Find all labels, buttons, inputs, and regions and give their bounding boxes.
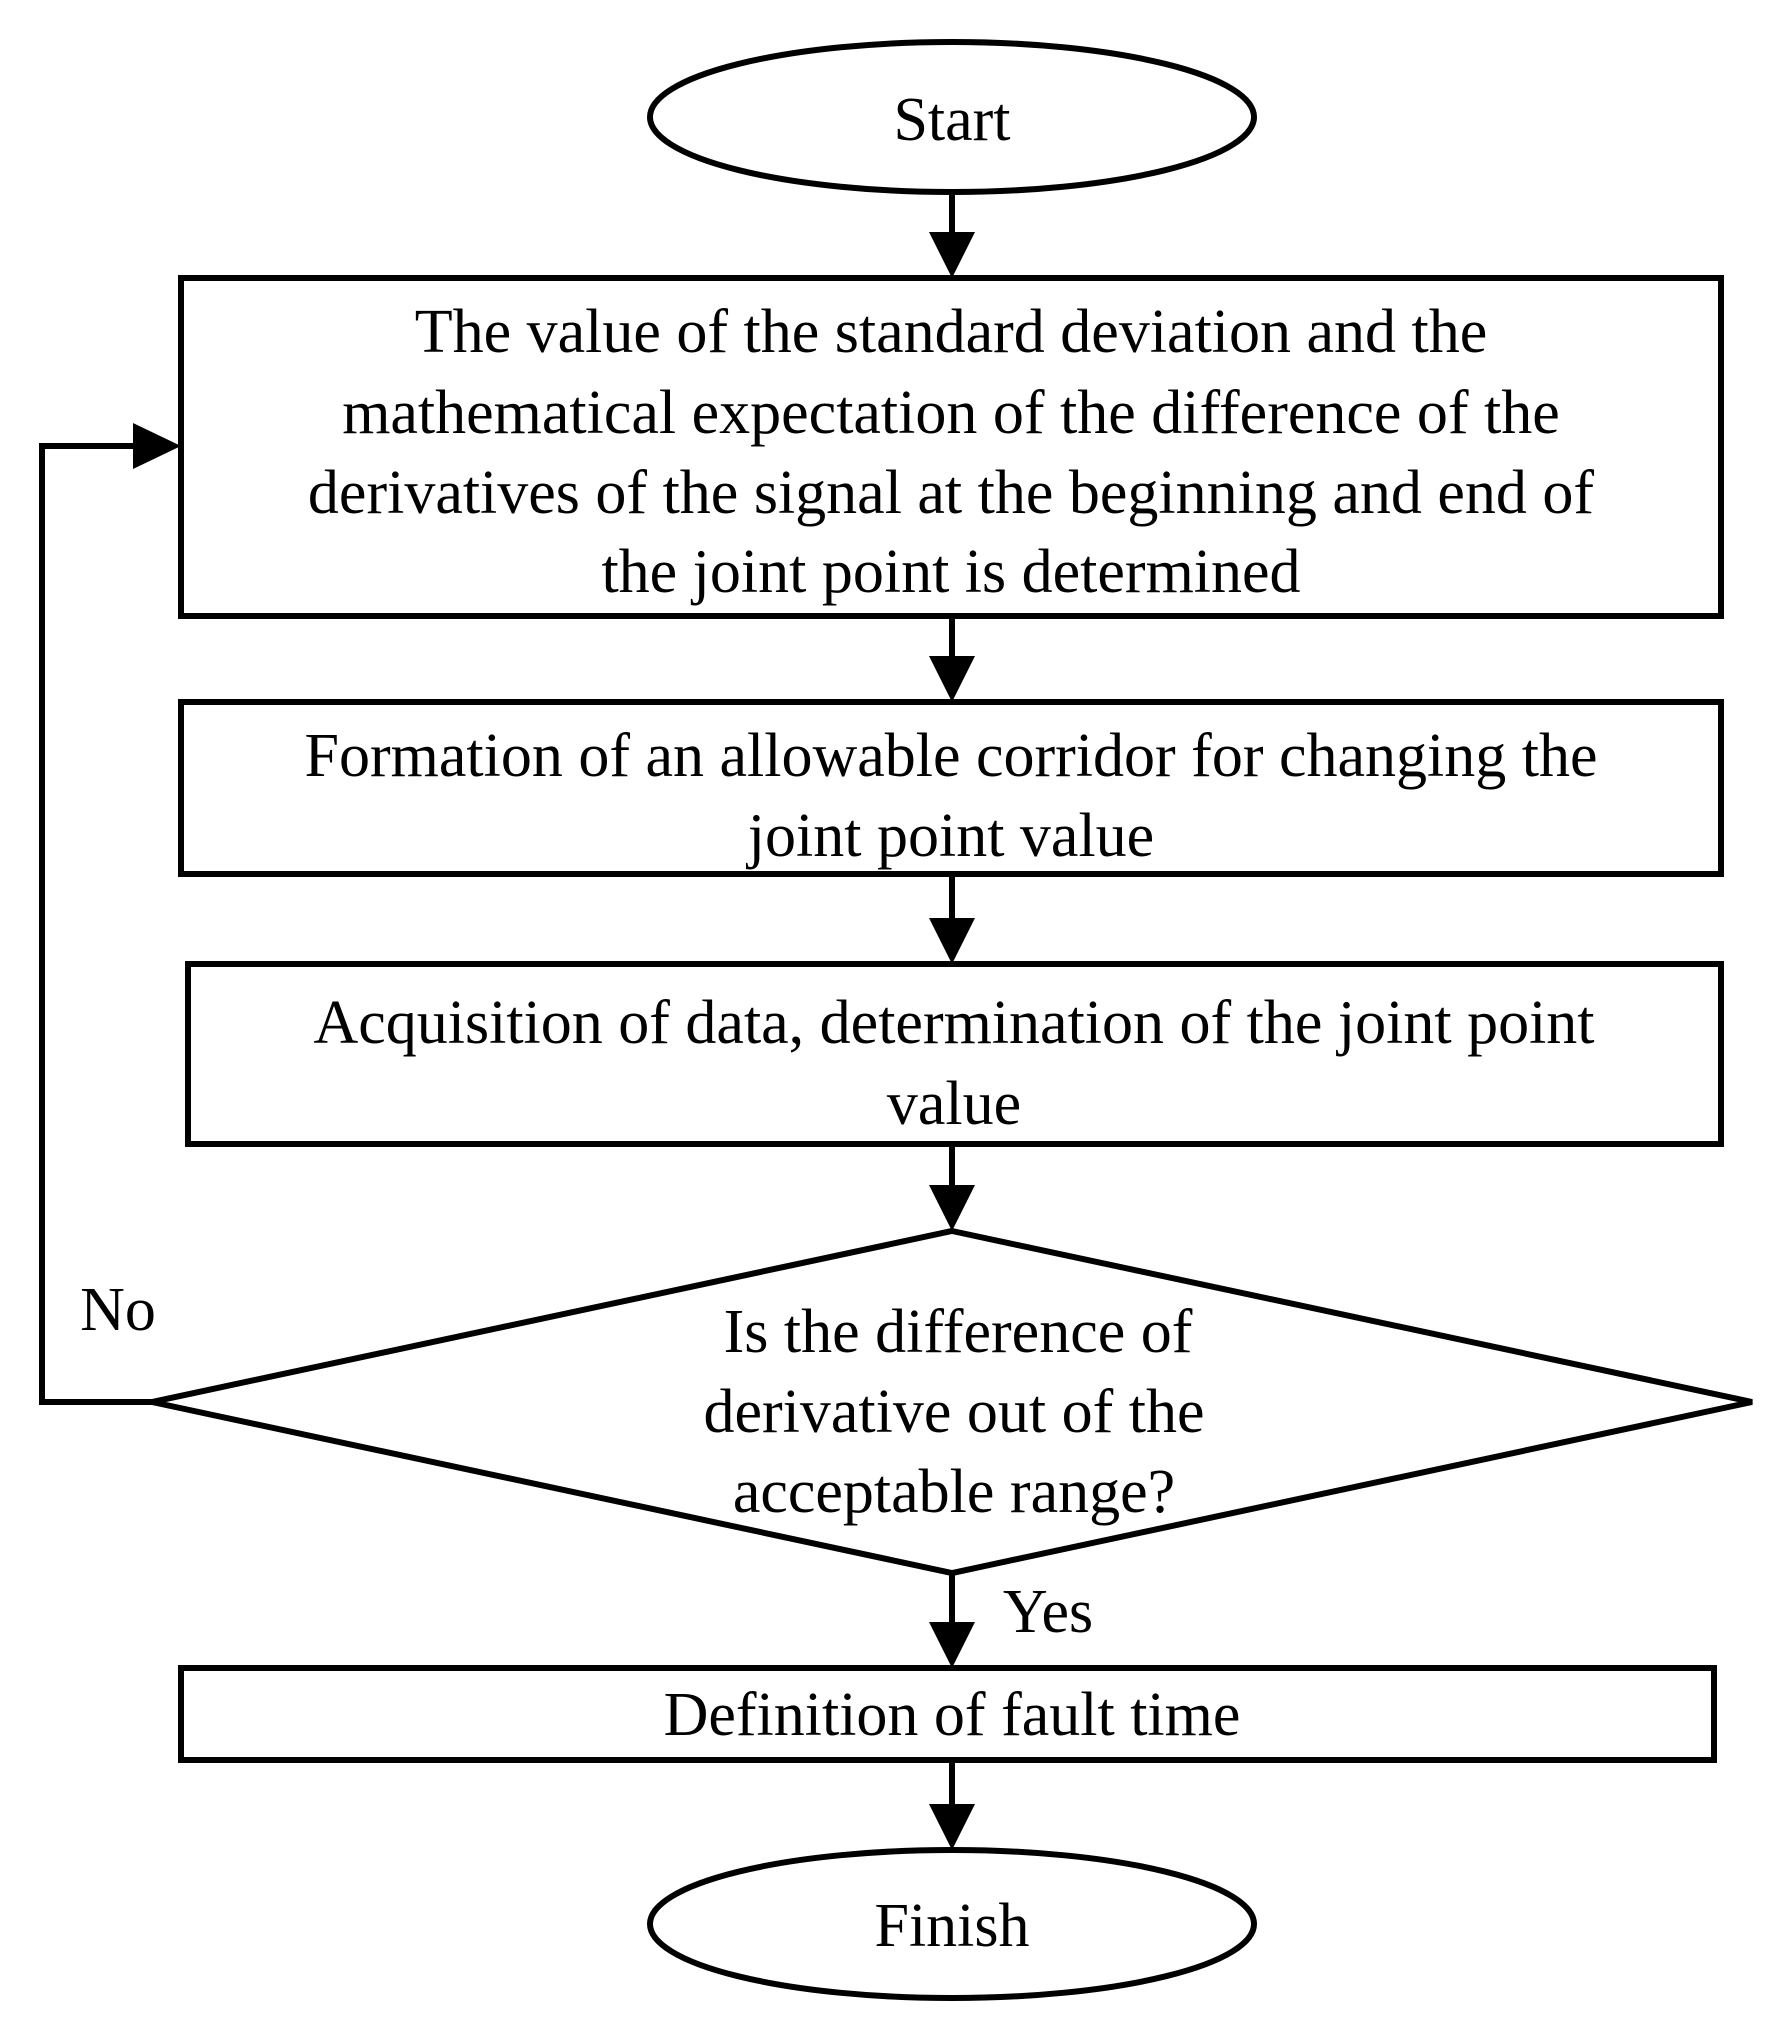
process-form-corridor: Formation of an allowable corridor for c… [178,699,1724,877]
process-box-3 [185,961,1724,1147]
decision-line-2: derivative out of the [704,1378,1205,1446]
process-1-line-3: derivatives of the signal at the beginni… [308,459,1594,527]
process-3-line-1: Acquisition of data, determination of th… [313,989,1594,1057]
arrow-step2-to-step3 [929,874,975,964]
process-4-label: Definition of fault time [664,1681,1241,1749]
process-1-line-4: the joint point is determined [601,538,1300,606]
arrow-step1-to-step2 [929,616,975,702]
edge-label-yes: Yes [1003,1578,1093,1646]
process-determine-statistics: The value of the standard deviation and … [178,275,1724,619]
finish-terminator: Finish [647,1847,1257,2001]
arrow-step3-to-decision [929,1144,975,1231]
decision-line-3: acceptable range? [733,1458,1175,1526]
process-2-line-1: Formation of an allowable corridor for c… [305,722,1598,790]
arrow-step4-to-finish [929,1760,975,1850]
finish-label: Finish [874,1892,1029,1960]
arrow-no-loop: No [39,423,181,1405]
process-acquire-data: Acquisition of data, determination of th… [185,961,1724,1147]
process-2-line-2: joint point value [746,802,1154,870]
process-box-4 [178,1665,1717,1763]
edge-label-no: No [80,1276,156,1344]
decision-out-of-range: Is the difference of derivative out of t… [151,1227,1753,1577]
process-fault-time: Definition of fault time [178,1665,1717,1763]
decision-line-1: Is the difference of [724,1298,1193,1366]
arrow-start-to-step1 [929,192,975,278]
process-box-1 [178,275,1724,619]
process-1-line-1: The value of the standard deviation and … [415,298,1488,366]
start-terminator: Start [647,39,1257,195]
process-1-line-2: mathematical expectation of the differen… [342,379,1560,447]
arrow-yes: Yes [929,1573,1093,1668]
process-3-line-2: value [887,1070,1021,1138]
start-label: Start [893,86,1010,154]
finish-ellipse [647,1847,1257,2001]
